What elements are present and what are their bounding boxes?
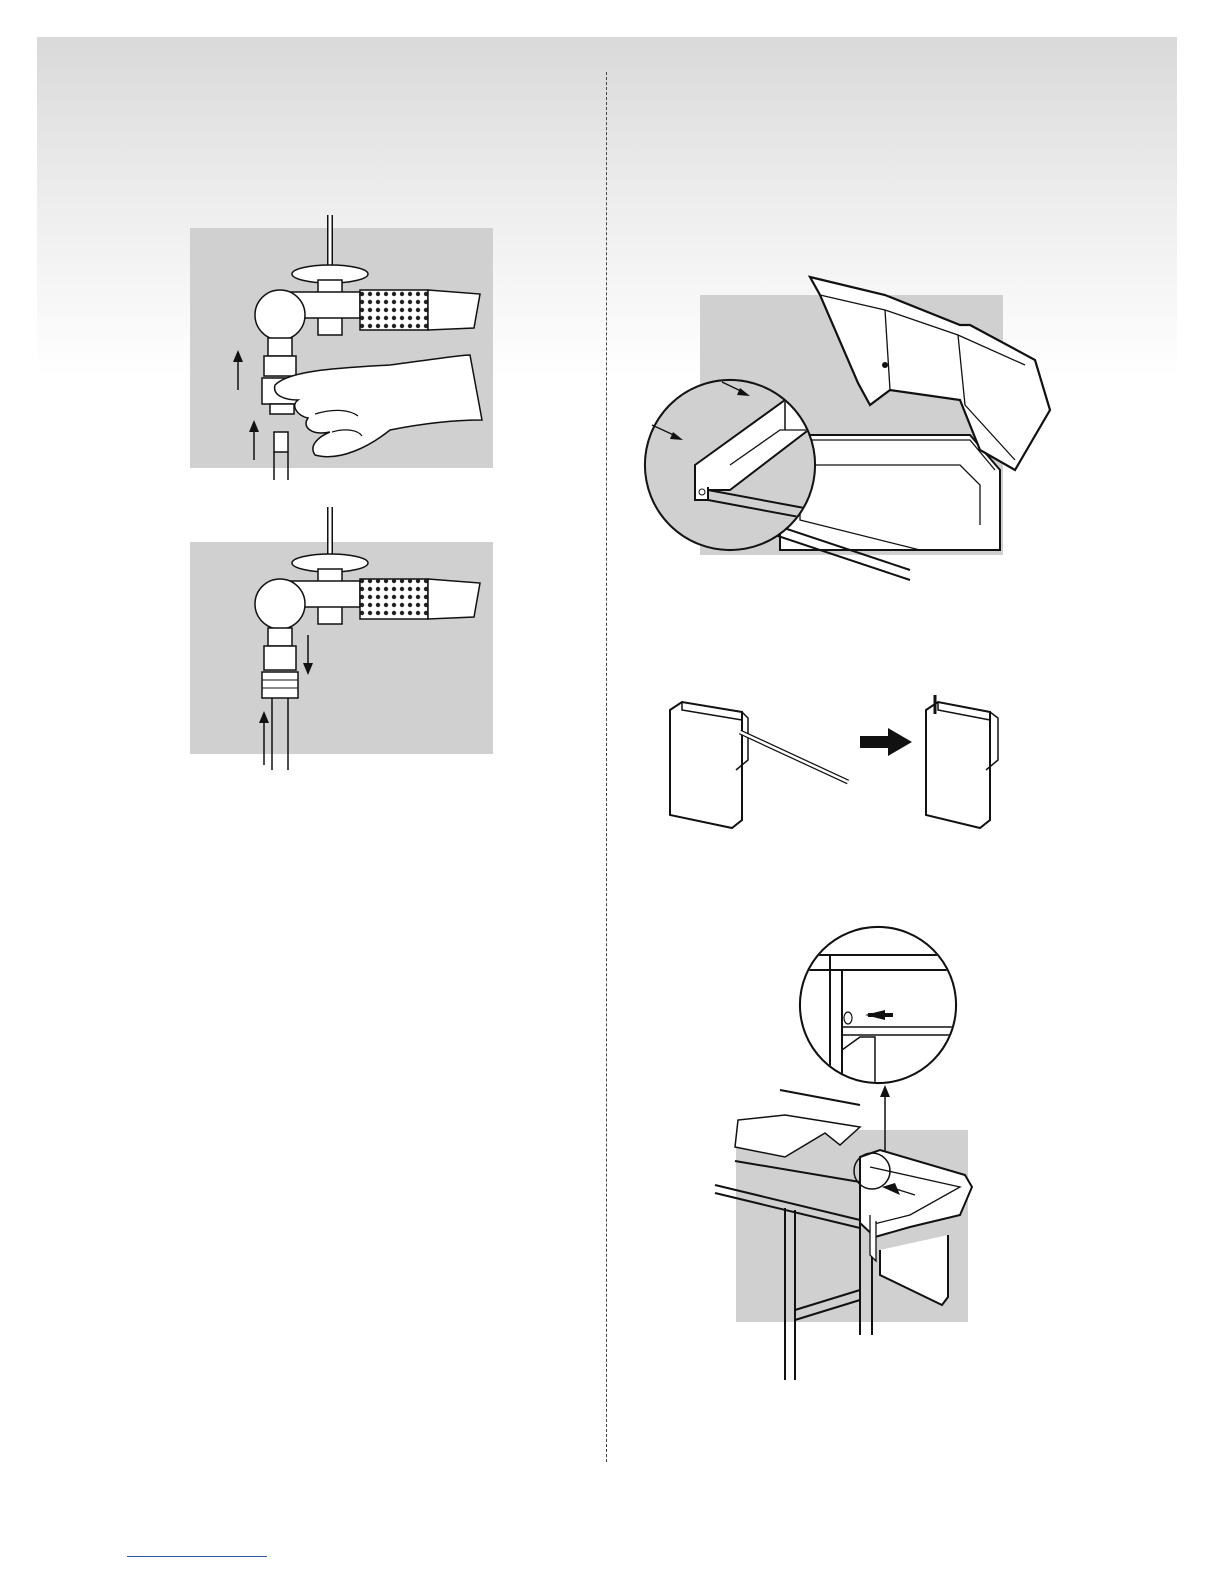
footer-rule xyxy=(127,1556,267,1557)
valve-disconnect-illustration xyxy=(190,210,500,480)
side-panel-pin-illustration xyxy=(660,690,1010,840)
cart-side-table-illustration xyxy=(710,925,980,1390)
grill-hood-illustration xyxy=(640,265,1060,585)
column-divider xyxy=(606,72,607,1462)
valve-connect-illustration xyxy=(190,505,500,775)
